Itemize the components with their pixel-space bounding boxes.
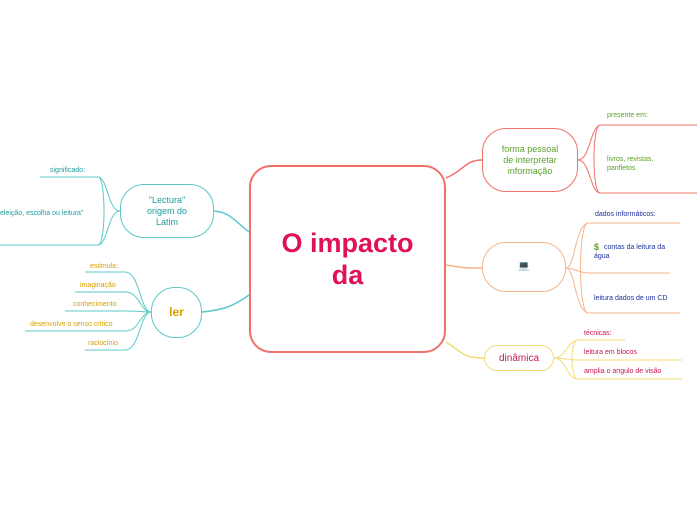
- subtopic-conhecimento[interactable]: conhecimento: [73, 301, 117, 308]
- subtopic-amplia-angulo[interactable]: amplia o angulo de visão: [584, 368, 662, 375]
- topic-ler[interactable]: ler: [151, 287, 202, 338]
- topic-dinamica[interactable]: dinâmica: [484, 345, 554, 371]
- topic-forma-label: forma pessoal de interpretar informação: [501, 143, 559, 176]
- subtopic-dados-informaticos[interactable]: dados informáticos:: [595, 211, 656, 218]
- subtopic-senso-critico[interactable]: desenvolve o senso crítico: [30, 321, 113, 328]
- subtopic-significado[interactable]: significado:: [50, 167, 86, 174]
- subtopic-tecnicas[interactable]: técnicas:: [584, 330, 612, 337]
- subtopic-raciocinio[interactable]: raciocínio: [88, 340, 118, 347]
- topic-lectura-label: "Lectura" origem do Latim: [146, 194, 188, 227]
- laptop-icon: 💻: [517, 261, 531, 272]
- central-title-line-2: da: [331, 260, 364, 290]
- topic-dinamica-label: dinâmica: [498, 352, 540, 364]
- central-title-line-1: O impacto: [281, 228, 414, 258]
- subtopic-leitura-cd[interactable]: leitura dados de um CD: [594, 295, 668, 302]
- topic-lectura[interactable]: "Lectura" origem do Latim: [120, 184, 214, 238]
- topic-computer[interactable]: 💻: [482, 242, 566, 292]
- central-topic[interactable]: O impacto da: [249, 165, 446, 353]
- subtopic-contas-agua[interactable]: contas da leitura da água: [594, 244, 666, 260]
- subtopic-estimula[interactable]: estimula:: [90, 263, 119, 270]
- central-title: O impacto da: [281, 227, 413, 291]
- topic-ler-label: ler: [169, 305, 184, 319]
- subtopic-presente-em[interactable]: presente em:: [607, 112, 648, 119]
- dollar-icon: $: [594, 242, 600, 252]
- subtopic-livros-revistas[interactable]: livros, revistas, panfletos: [607, 156, 654, 172]
- subtopic-eleicao[interactable]: eleição, escolha ou leitura": [0, 210, 84, 217]
- subtopic-imaginacao[interactable]: imaginação: [80, 282, 116, 289]
- subtopic-leitura-blocos[interactable]: leitura em blocos: [584, 349, 637, 356]
- topic-forma-pessoal[interactable]: forma pessoal de interpretar informação: [482, 128, 578, 192]
